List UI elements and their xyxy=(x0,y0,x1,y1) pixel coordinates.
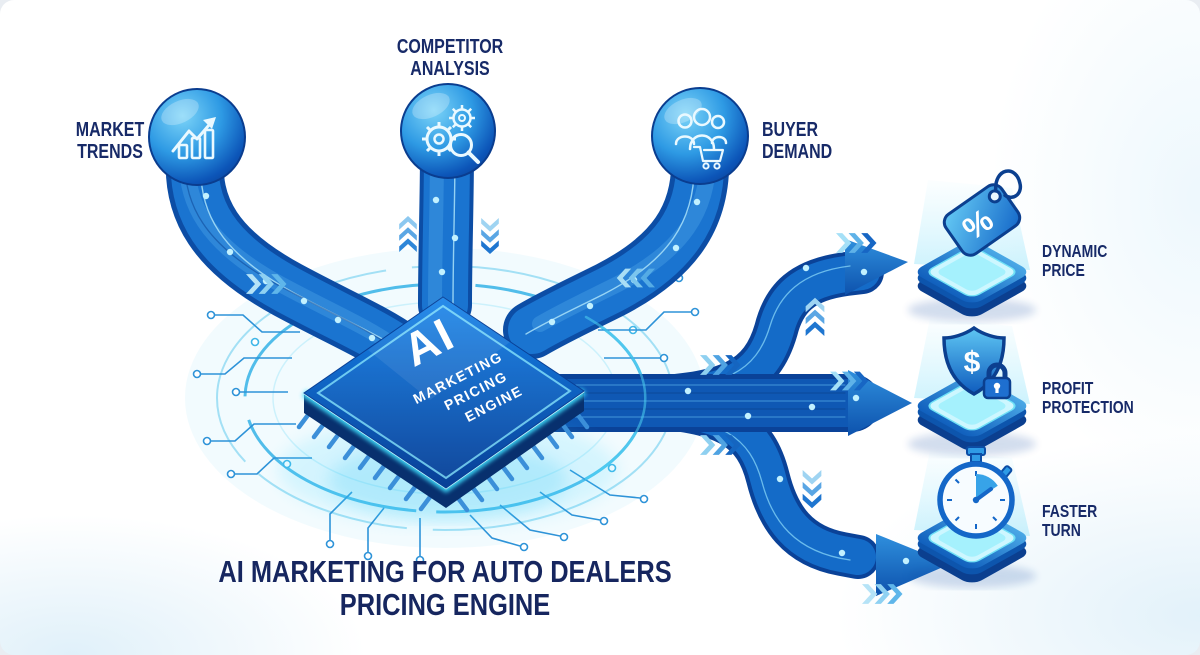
label-line: ANALYSIS xyxy=(410,58,490,80)
input-label-buyer-demand: BUYER DEMAND xyxy=(762,119,850,163)
arrow-data-dots xyxy=(684,264,910,565)
input-node-market-trends xyxy=(148,88,246,186)
output-flows xyxy=(527,239,950,596)
percent-price-tag-icon: % xyxy=(942,169,1023,257)
label-line: MARKET xyxy=(75,119,145,141)
diagram-title-line1: AI MARKETING FOR AUTO DEALERS xyxy=(218,554,672,589)
output-label-profit-protection: PROFIT PROTECTION xyxy=(1042,378,1157,418)
label-line: COMPETITOR xyxy=(396,36,504,58)
output-node-faster-turn xyxy=(908,446,1036,588)
label-line: TURN xyxy=(1042,520,1081,541)
output-nodes: % $ xyxy=(908,169,1040,588)
output-label-dynamic-price: DYNAMIC PRICE xyxy=(1042,241,1124,281)
input-node-buyer-demand xyxy=(651,87,749,185)
label-line: PROFIT xyxy=(1042,378,1094,398)
ai-chip: AI MARKETING PRICING ENGINE xyxy=(278,296,618,525)
input-label-market-trends: MARKET TRENDS xyxy=(30,119,190,163)
output-node-dynamic-price: % xyxy=(908,169,1040,322)
dollar-glyph: $ xyxy=(964,346,981,379)
shield-dollar-lock-icon: $ xyxy=(942,325,1012,400)
output-node-profit-protection: $ xyxy=(908,318,1036,456)
label-line: FASTER xyxy=(1042,501,1098,521)
input-node-competitor-analysis xyxy=(400,83,496,179)
label-line: PRICE xyxy=(1042,260,1085,281)
stopwatch-icon xyxy=(937,446,1015,539)
label-line: TRENDS xyxy=(77,141,143,163)
pipe-market-trends xyxy=(165,119,431,381)
output-band xyxy=(527,370,912,436)
label-line: DYNAMIC xyxy=(1042,241,1108,261)
label-line: BUYER xyxy=(762,119,819,141)
people-shopping-cart-icon xyxy=(674,107,728,170)
output-label-faster-turn: FASTER TURN xyxy=(1042,501,1111,541)
pipe-data-dots xyxy=(202,192,701,342)
gears-magnifier-icon xyxy=(422,105,480,164)
diagram-title: AI MARKETING FOR AUTO DEALERS PRICING EN… xyxy=(0,554,890,622)
trend-bar-chart-icon xyxy=(171,117,216,160)
diagram-title-line2: PRICING ENGINE xyxy=(339,586,551,622)
input-nodes xyxy=(148,83,749,186)
label-line: DEMAND xyxy=(762,141,833,163)
label-line: PROTECTION xyxy=(1042,397,1134,418)
input-label-competitor-analysis: COMPETITOR ANALYSIS xyxy=(350,36,550,80)
